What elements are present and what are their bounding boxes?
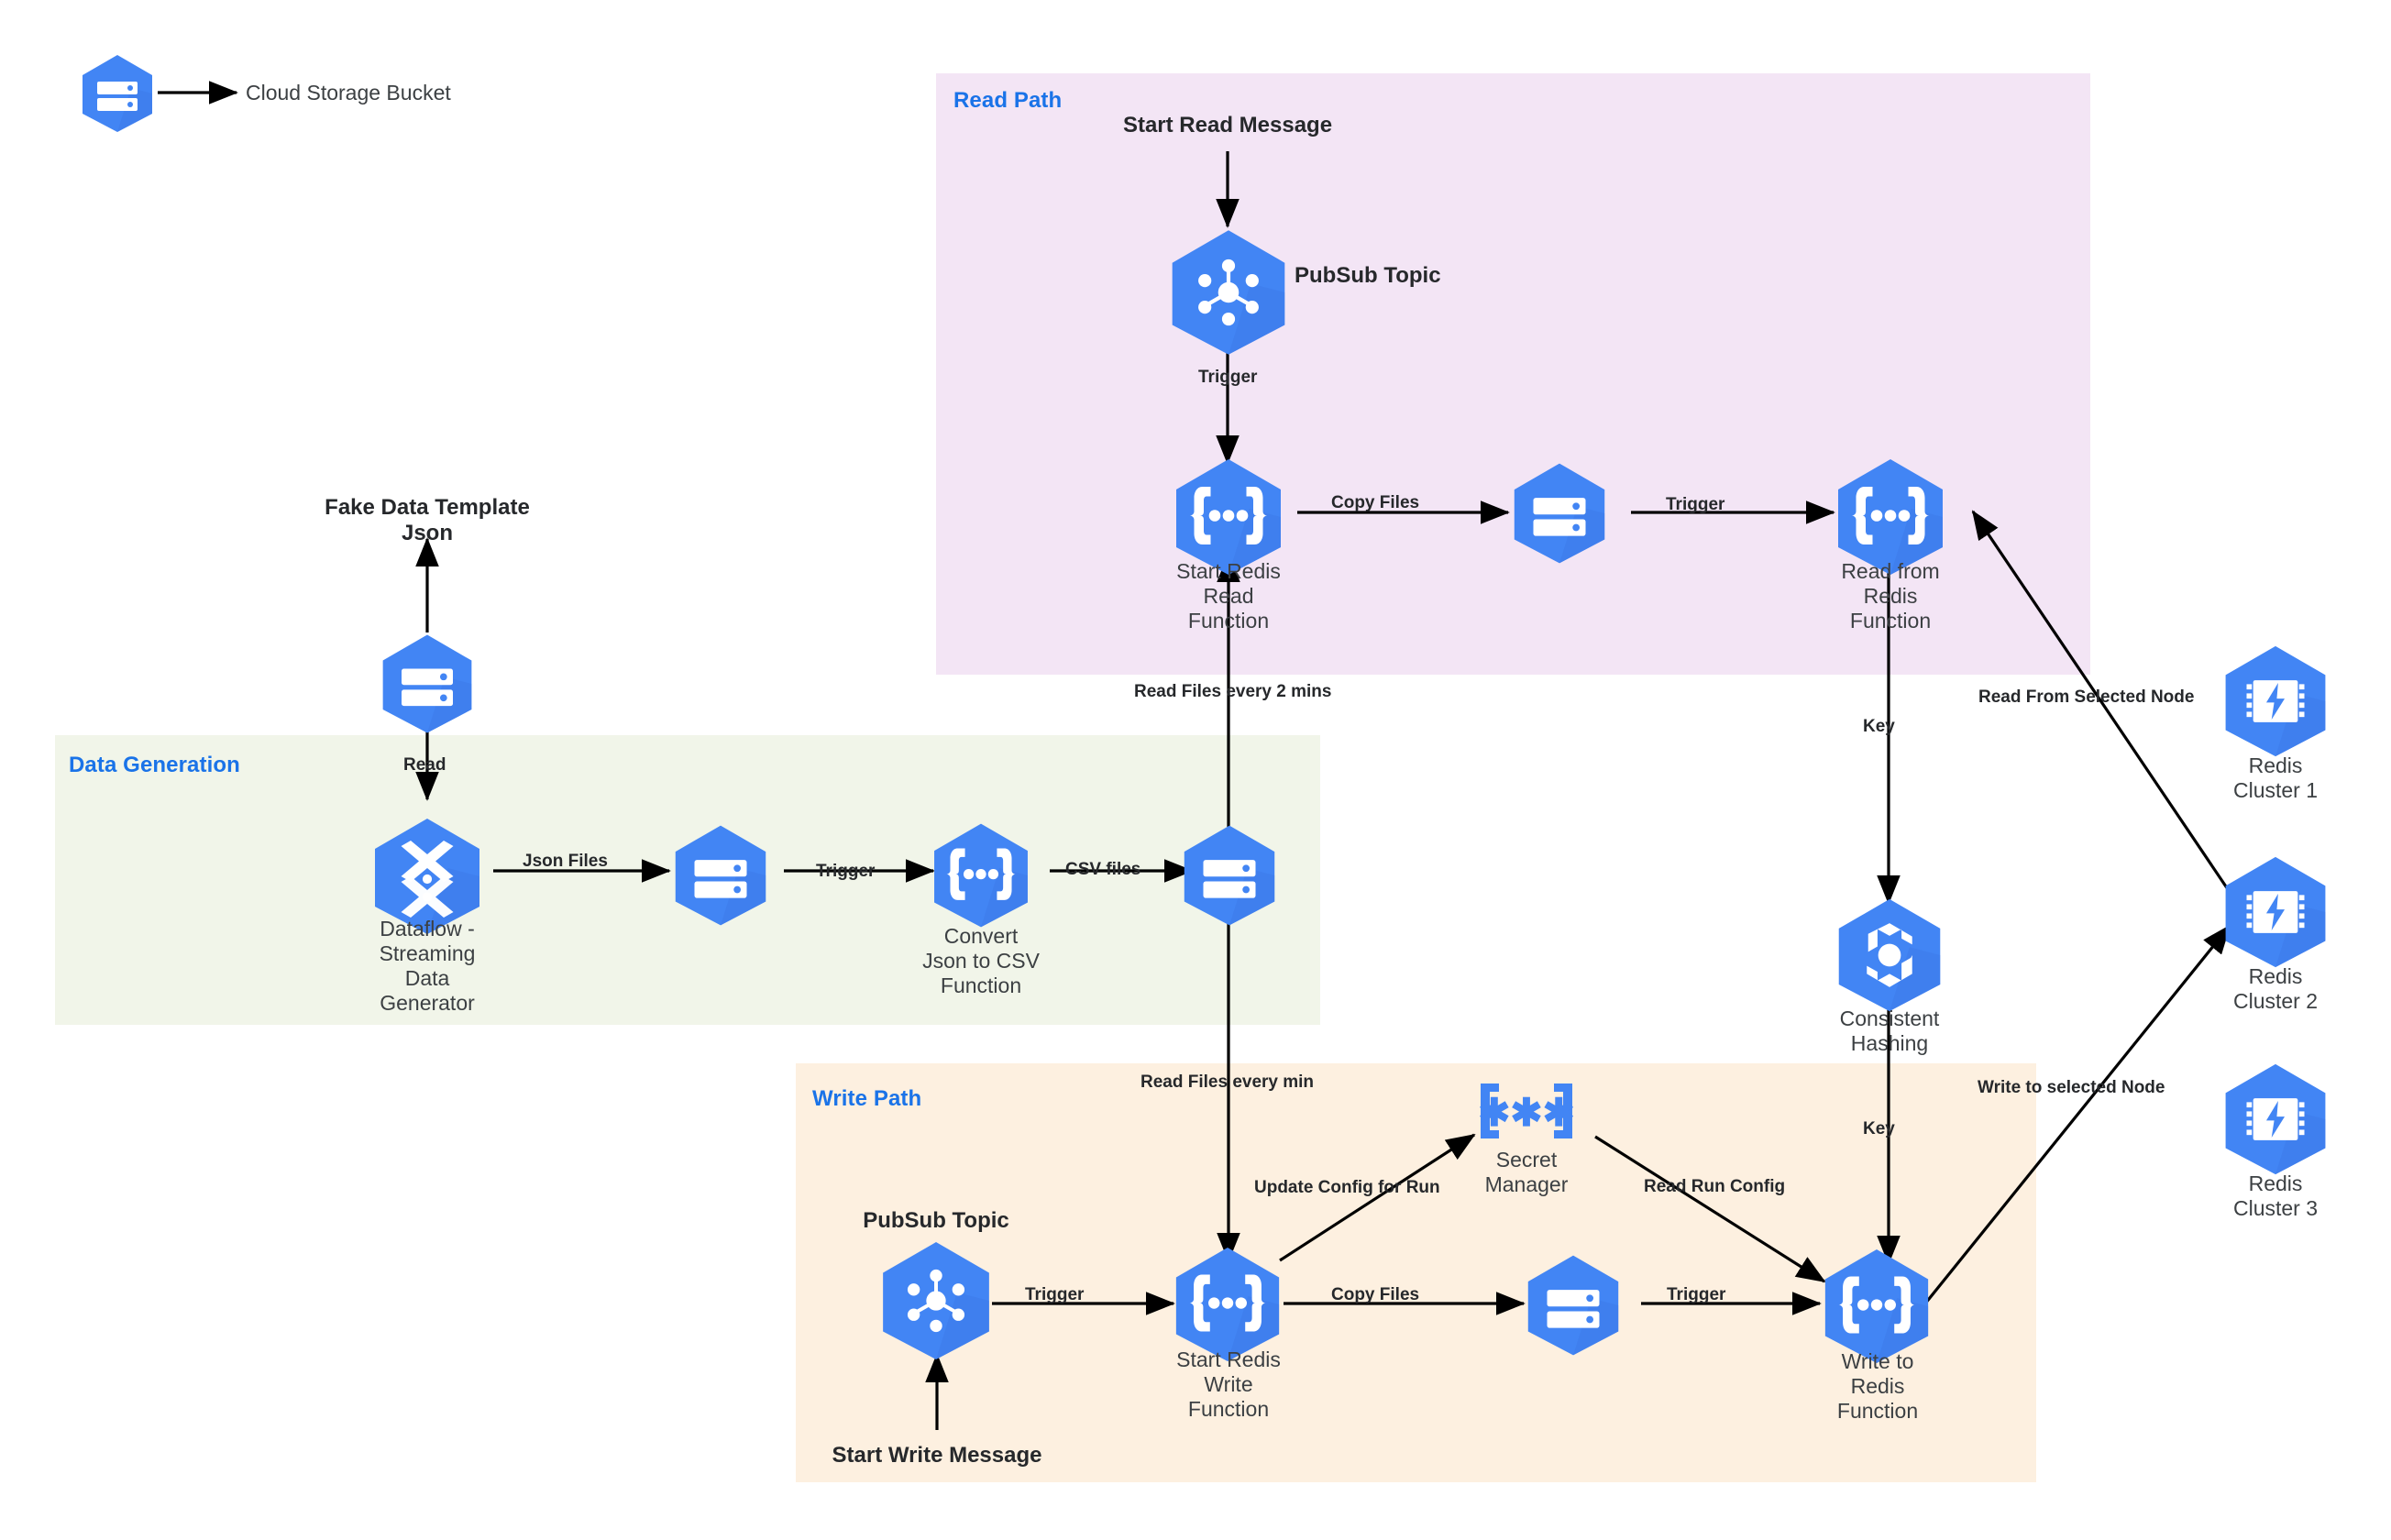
- node-json-bucket[interactable]: [669, 823, 772, 928]
- node-write-pubsub-topic[interactable]: [876, 1239, 997, 1362]
- label-start-write-message: Start Write Message: [832, 1443, 1042, 1468]
- cloud-storage-icon: [1184, 825, 1275, 926]
- node-label-consistent-hashing: Consistent Hashing: [1839, 1006, 1940, 1055]
- node-redis-cluster-1[interactable]: [2219, 644, 2332, 759]
- edge-label-read-files-2-mins: Read Files every 2 mins: [1134, 682, 1332, 701]
- dataflow-icon: [375, 819, 479, 934]
- cloud-functions-icon: [1175, 1247, 1280, 1362]
- svg-text:✱✱✱: ✱✱✱: [1478, 1091, 1575, 1134]
- edge-label-write-key: Key: [1863, 1119, 1895, 1138]
- node-label-redis-cluster-1: Redis Cluster 1: [2232, 754, 2319, 802]
- node-consistent-hashing[interactable]: [1832, 896, 1947, 1014]
- pubsub-icon: [883, 1242, 989, 1359]
- node-label-redis-cluster-3: Redis Cluster 3: [2232, 1172, 2319, 1220]
- node-write-to-redis[interactable]: [1818, 1247, 1935, 1366]
- secret-manager-icon: ✱✱✱: [1478, 1084, 1575, 1138]
- node-dataflow-generator[interactable]: [368, 816, 487, 937]
- node-redis-cluster-2[interactable]: [2219, 854, 2332, 970]
- edge-label-write-to-selected-node: Write to selected Node: [1978, 1078, 2165, 1097]
- edge-label-read-copy-files: Copy Files: [1331, 493, 1420, 512]
- region-label-read-path: Read Path: [953, 88, 1063, 113]
- node-label-read-from-redis: Read from Redis Function: [1841, 559, 1940, 632]
- region-read-path: [936, 73, 2090, 675]
- node-label-start-redis-read: Start Redis Read Function: [1176, 559, 1281, 632]
- edge-label-gen-trigger: Trigger: [816, 862, 876, 881]
- node-start-redis-write[interactable]: [1169, 1245, 1286, 1364]
- node-read-from-redis[interactable]: [1831, 456, 1950, 578]
- cloud-functions-icon: [1824, 1248, 1929, 1364]
- cloud-storage-icon: [83, 55, 152, 132]
- node-label-convert-function: Convert Json to CSV Function: [922, 924, 1040, 997]
- node-convert-function[interactable]: [928, 821, 1034, 930]
- node-write-copy-bucket[interactable]: [1522, 1253, 1625, 1358]
- cloud-functions-icon: [1176, 459, 1281, 575]
- node-read-copy-bucket[interactable]: [1508, 461, 1611, 566]
- redis-cluster-icon: [2225, 1063, 2326, 1175]
- edge-label-update-config-for-run: Update Config for Run: [1254, 1178, 1440, 1197]
- edge-label-gen-read: Read: [403, 755, 446, 775]
- edge-label-read-run-config: Read Run Config: [1644, 1177, 1786, 1196]
- cloud-storage-icon: [1527, 1255, 1619, 1356]
- region-write-path: [796, 1063, 2036, 1482]
- cloud-functions-icon: [934, 823, 1028, 928]
- edge-label-read-trigger-topic: Trigger: [1198, 368, 1258, 387]
- edge-label-write-trigger-bucket: Trigger: [1667, 1285, 1726, 1304]
- consistent-hashing-icon: [1838, 898, 1941, 1012]
- node-start-redis-read[interactable]: [1169, 456, 1288, 578]
- edge-label-write-trigger-topic: Trigger: [1025, 1285, 1085, 1304]
- region-label-write-path: Write Path: [812, 1086, 922, 1111]
- node-redis-cluster-3[interactable]: [2219, 1062, 2332, 1177]
- redis-cluster-icon: [2225, 645, 2326, 757]
- edge-label-csv-files: CSV files: [1065, 860, 1141, 879]
- cloud-functions-icon: [1838, 459, 1943, 575]
- node-label-start-redis-write: Start Redis Write Function: [1176, 1348, 1281, 1421]
- node-read-pubsub-topic[interactable]: [1164, 227, 1293, 358]
- redis-cluster-icon: [2225, 856, 2326, 968]
- node-label-write-pubsub-topic: PubSub Topic: [863, 1208, 1009, 1233]
- node-label-read-pubsub-topic: PubSub Topic: [1295, 263, 1441, 288]
- cloud-storage-icon: [1514, 463, 1605, 564]
- legend-label: Cloud Storage Bucket: [246, 81, 451, 104]
- edge-label-read-from-selected-node: Read From Selected Node: [1978, 688, 2195, 707]
- pubsub-icon: [1172, 230, 1285, 355]
- region-label-data-generation: Data Generation: [69, 753, 240, 777]
- label-start-read-message: Start Read Message: [1122, 113, 1333, 138]
- edge-label-json-files: Json Files: [523, 852, 608, 871]
- edge-label-write-copy-files: Copy Files: [1331, 1285, 1420, 1304]
- node-label-secret-manager: Secret Manager: [1484, 1148, 1569, 1196]
- edge-label-read-files-every-min: Read Files every min: [1140, 1072, 1315, 1092]
- node-legend-bucket[interactable]: [78, 53, 157, 134]
- node-label-fake-data-template: Fake Data Template Json: [325, 495, 530, 545]
- node-label-redis-cluster-2: Redis Cluster 2: [2232, 964, 2319, 1013]
- node-label-write-to-redis: Write to Redis Function: [1836, 1349, 1919, 1423]
- node-secret-manager[interactable]: ✱✱✱: [1471, 1080, 1581, 1142]
- node-csv-bucket[interactable]: [1178, 823, 1281, 928]
- node-fake-data-template[interactable]: [377, 632, 478, 735]
- cloud-storage-icon: [382, 634, 472, 733]
- edge-label-read-trigger-bucket: Trigger: [1666, 495, 1725, 514]
- cloud-storage-icon: [675, 825, 766, 926]
- edge-label-read-key: Key: [1863, 717, 1895, 736]
- node-label-dataflow-generator: Dataflow - Streaming Data Generator: [379, 917, 476, 1015]
